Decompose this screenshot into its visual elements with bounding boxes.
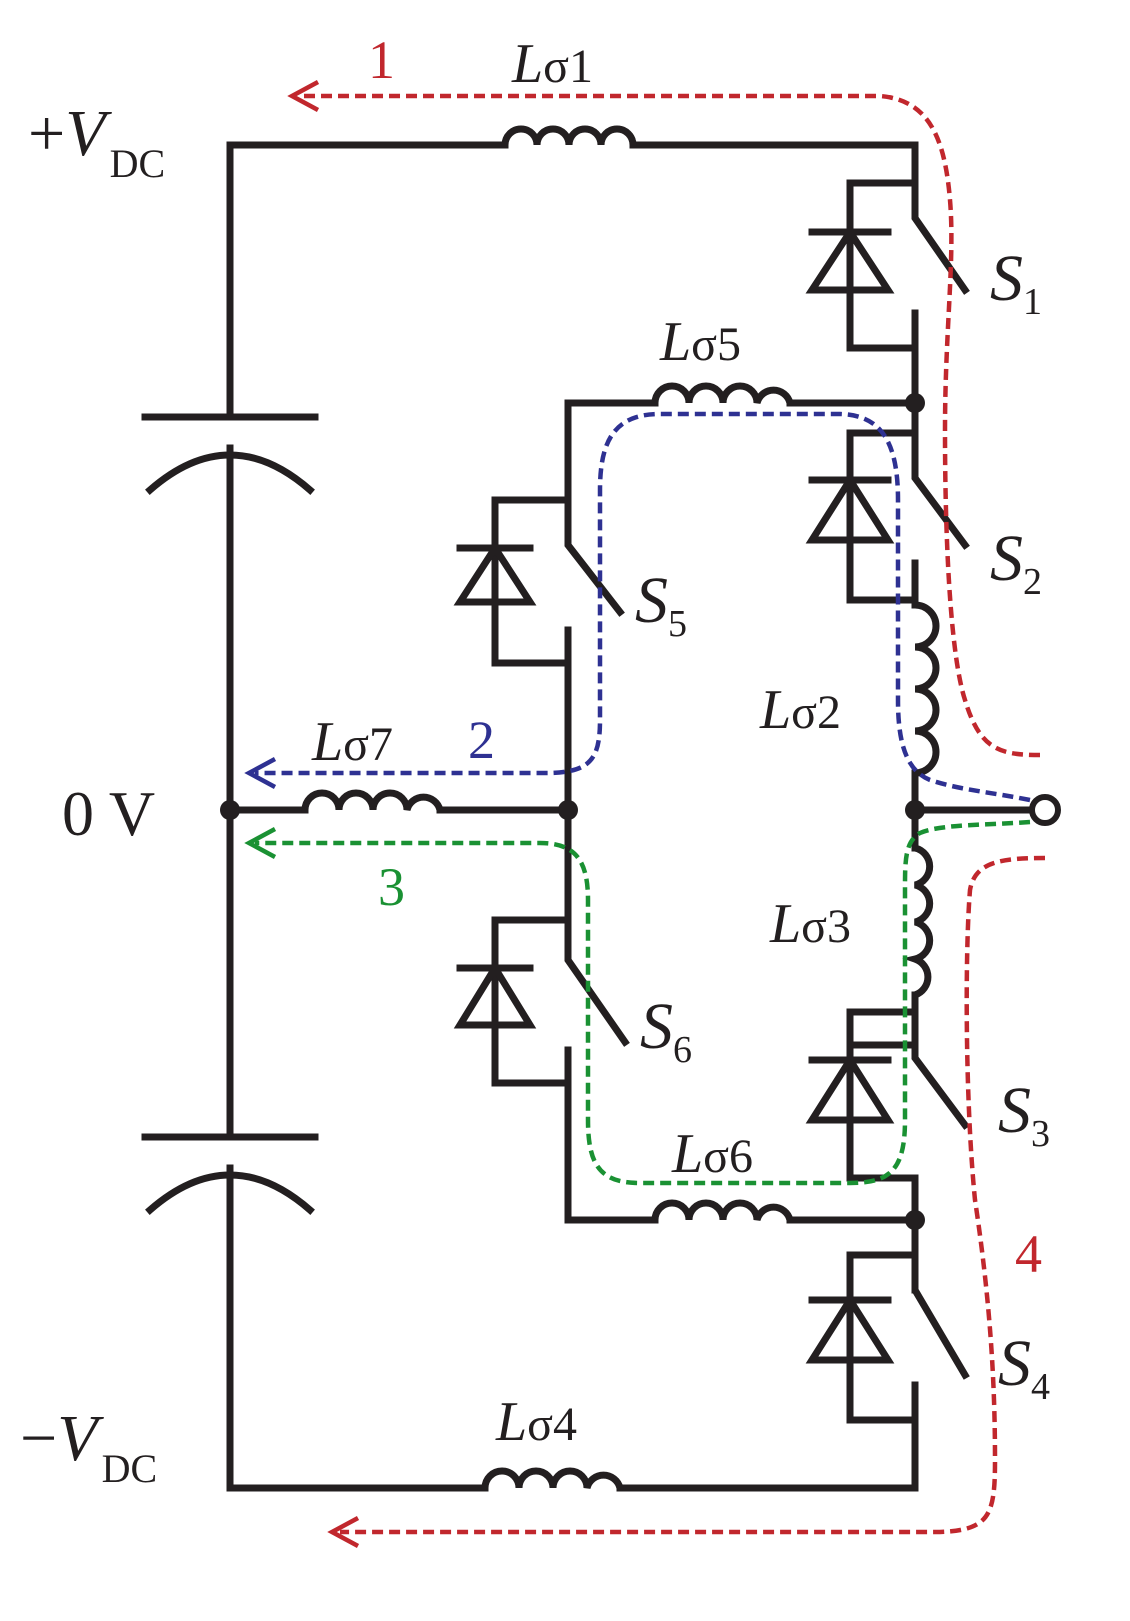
current-path-1 [300, 93, 1041, 758]
path-4-label: 4 [1015, 1224, 1042, 1284]
switch-s2 [805, 429, 970, 604]
lsigma6-line [564, 1166, 919, 1224]
current-path-4 [340, 855, 1046, 1535]
switch-s1 [805, 179, 970, 352]
current-path-2-arrowhead [244, 757, 277, 789]
switch-s6 [453, 856, 630, 1174]
lsigma5-line [564, 399, 919, 454]
path-2-label: 2 [468, 710, 495, 770]
current-path-3 [255, 819, 1031, 1186]
lsigma1-label: Lσ1 [511, 33, 593, 95]
lsigma6-label: Lσ6 [671, 1123, 753, 1185]
lsigma2-label: Lσ2 [759, 679, 841, 741]
lsigma3-label: Lσ3 [769, 893, 851, 955]
capacitor-lower [141, 1133, 319, 1215]
top-rail [226, 141, 919, 187]
switch-s4 [805, 1251, 970, 1424]
inductor-lsigma2 [911, 601, 940, 777]
capacitor-upper [141, 413, 319, 495]
junction-dots [220, 393, 925, 1230]
inductor-lsigma7 [301, 789, 444, 814]
lsigma7-label: Lσ7 [311, 711, 393, 773]
current-path-2 [255, 411, 1031, 803]
s2-label: S2 [990, 522, 1042, 603]
current-path-3-arrowhead [244, 827, 277, 859]
zero-volt-label: 0 V [62, 778, 155, 849]
inductor-lsigma3 [902, 844, 934, 999]
path-1-label: 1 [368, 30, 395, 90]
current-path-4-arrowhead [327, 1516, 360, 1548]
s6-label: S6 [640, 990, 692, 1071]
switch-s5 [453, 446, 625, 764]
inductor-lsigma6 [651, 1199, 794, 1224]
current-path-1-arrowhead [287, 80, 320, 112]
s3-label: S3 [998, 1074, 1050, 1155]
switch-s3 [805, 1008, 970, 1182]
s5-label: S5 [635, 564, 687, 645]
path-3-label: 3 [378, 857, 405, 917]
lsigma5-label: Lσ5 [659, 311, 741, 373]
inductor-lsigma5 [651, 382, 794, 407]
inductor-lsigma4 [481, 1467, 624, 1492]
s1-label: S1 [990, 242, 1042, 323]
lsigma4-label: Lσ4 [495, 1391, 577, 1453]
output-terminal [1029, 794, 1061, 826]
bottom-rail [226, 1416, 919, 1492]
s4-label: S4 [998, 1327, 1050, 1408]
inductor-lsigma1 [501, 125, 637, 149]
